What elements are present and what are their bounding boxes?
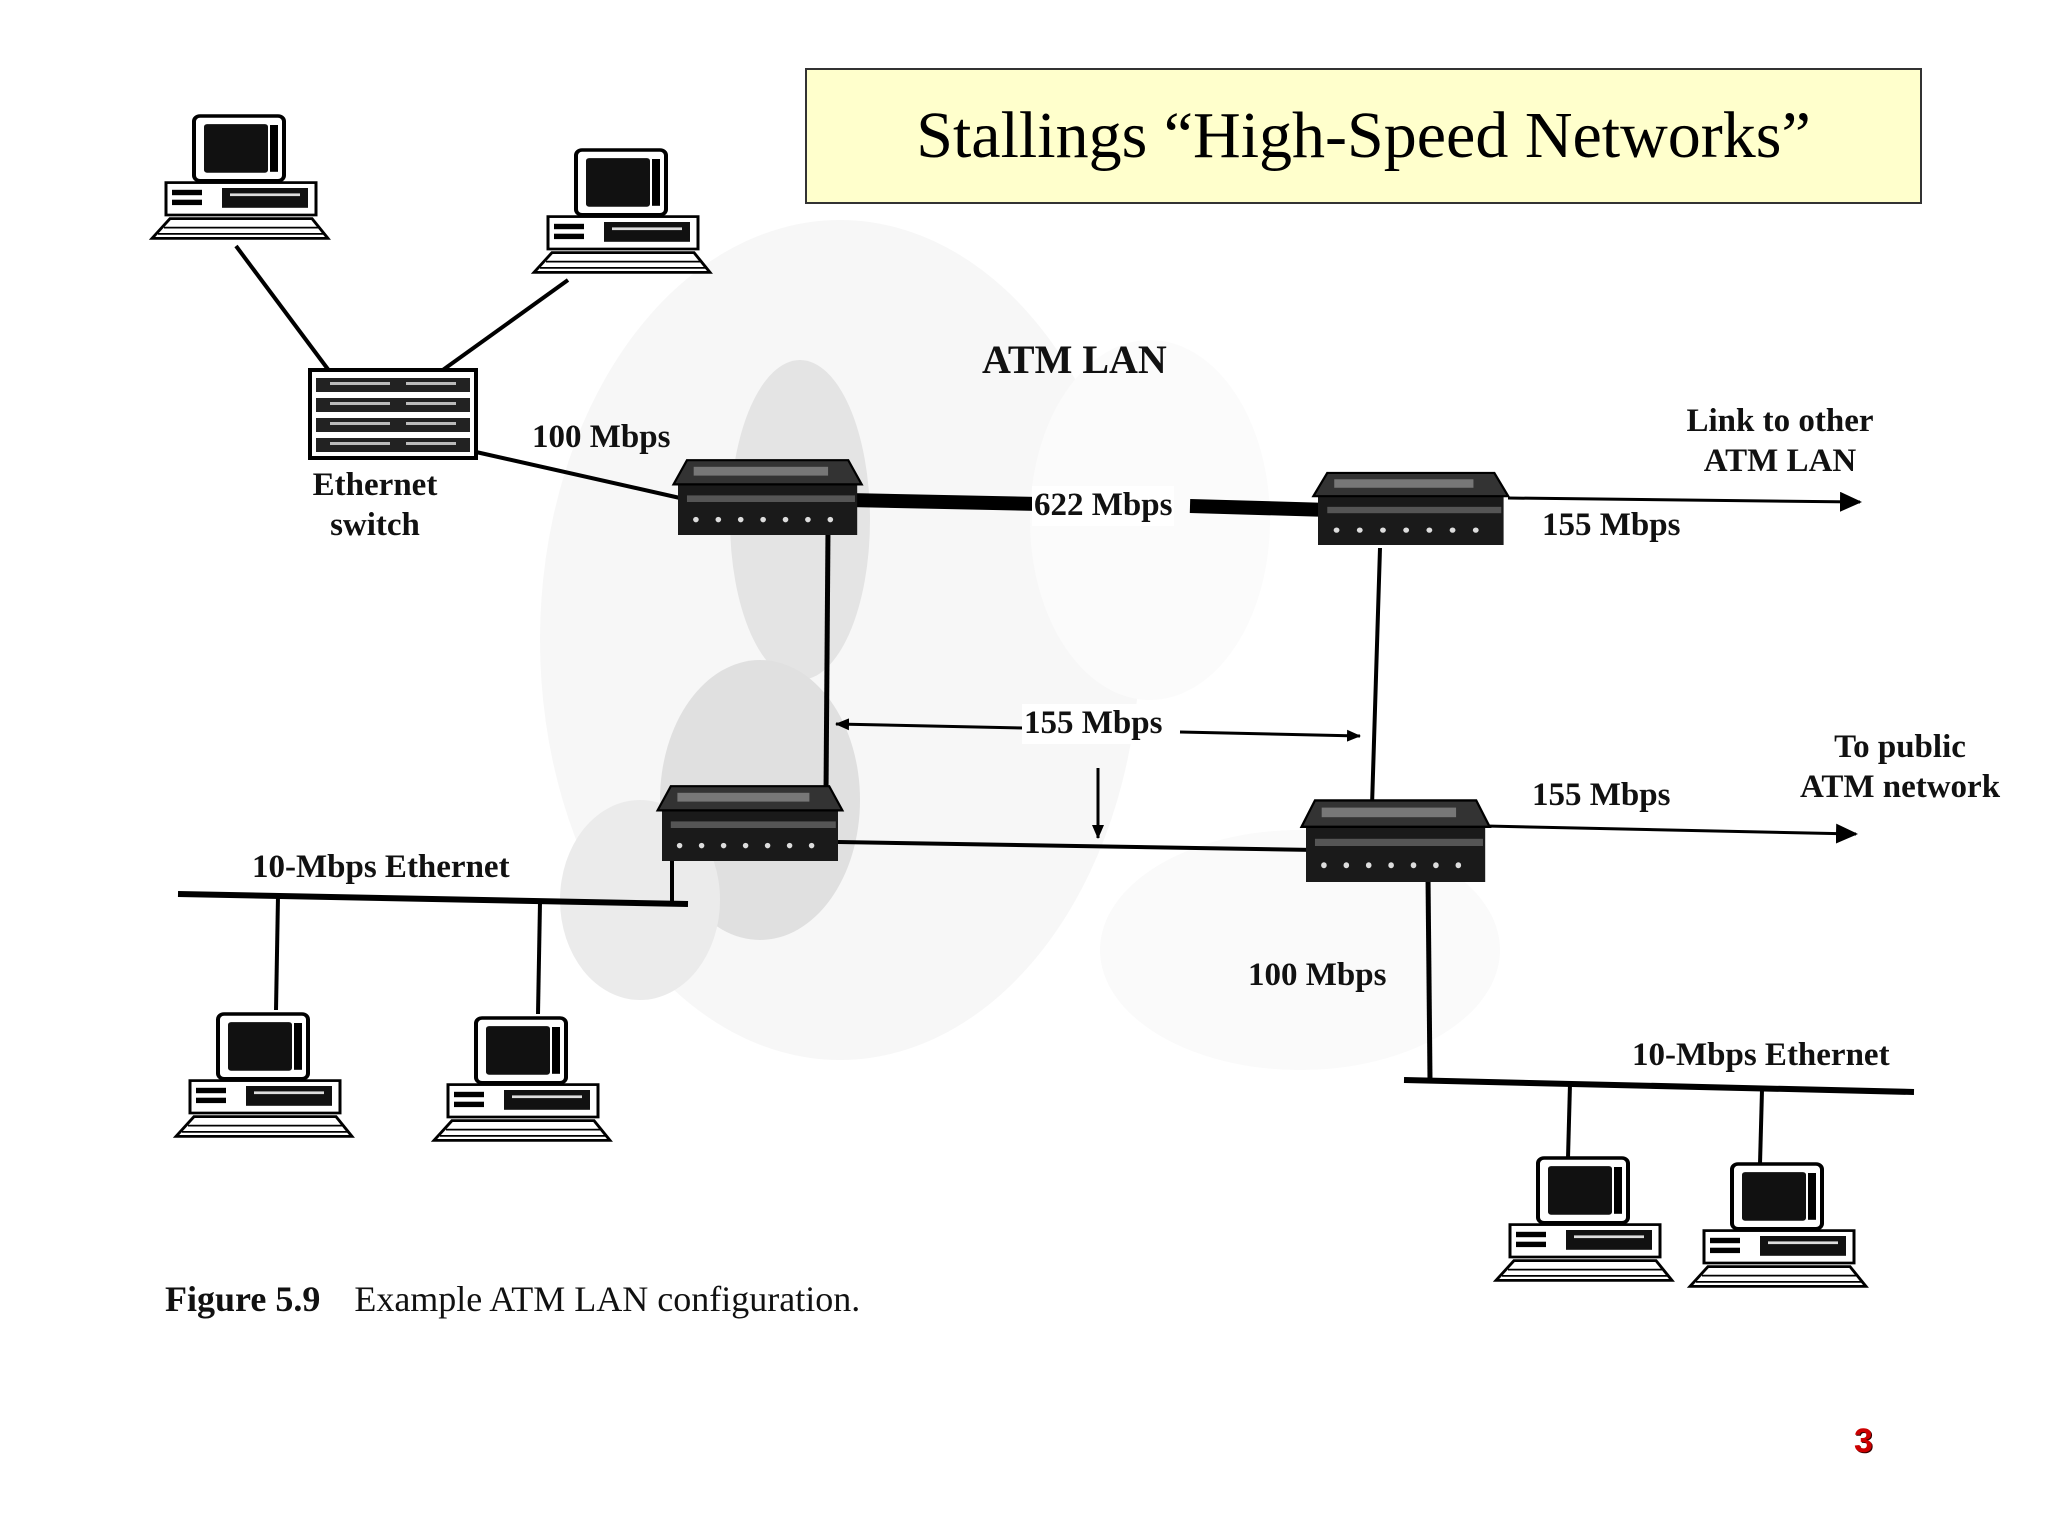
desktop-computer-icon: [1688, 1162, 1868, 1289]
caption-text: Example ATM LAN configuration.: [354, 1279, 861, 1319]
link-pc2-switch: [438, 278, 570, 374]
right-bus-pc-a: [1566, 1083, 1572, 1159]
caption-number: Figure 5.9: [165, 1279, 321, 1319]
left-ethernet-label: 10-Mbps Ethernet: [252, 849, 510, 885]
slide-title-box: Stallings “High-Speed Networks”: [805, 68, 1922, 204]
link-switch-atm1: [475, 450, 681, 500]
link-atm1-atm2: [823, 527, 831, 795]
other-lan-label: Link to other ATM LAN: [1686, 403, 1874, 479]
ethernet-switch-icon: [308, 368, 478, 460]
desktop-computer-icon: [174, 1012, 354, 1139]
cross-link-speed-label: 155 Mbps: [1022, 704, 1165, 744]
page-number: 3: [1854, 1422, 1873, 1460]
atm-lan-label: ATM LAN: [982, 337, 1167, 382]
link-atm4-bus: [1425, 875, 1433, 1081]
atm-switch-icon: [1300, 799, 1491, 884]
left-bus-pc-a: [274, 895, 280, 1011]
desktop-computer-icon: [532, 148, 712, 275]
link-atm3-atm4: [1370, 547, 1382, 807]
right-ethernet-bus: [1403, 1077, 1915, 1095]
atm-switch-icon: [672, 459, 863, 537]
link-backbone-right: [1189, 499, 1331, 517]
cross-arrow-left: [835, 718, 1025, 731]
link-to-public: [1485, 823, 1858, 844]
link-pc1-switch: [234, 244, 332, 374]
link-atm2-atm4: [837, 840, 1317, 852]
figure-caption: Figure 5.9 Example ATM LAN configuration.: [165, 1278, 860, 1320]
links: [177, 244, 1915, 1165]
right-ethernet-label: 10-Mbps Ethernet: [1632, 1037, 1890, 1073]
ethernet-switch-label: Ethernet switch: [312, 467, 438, 543]
slide-title: Stallings “High-Speed Networks”: [916, 99, 1811, 172]
left-ethernet-bus: [177, 891, 689, 907]
left-bus-pc-b: [536, 901, 542, 1015]
public-network-label: To public ATM network: [1799, 729, 2001, 805]
backbone-speed-label: 622 Mbps: [1032, 486, 1175, 526]
desktop-computer-icon: [432, 1016, 612, 1143]
link-to-other-lan: [1507, 491, 1862, 512]
right-down-speed-label: 100 Mbps: [1248, 957, 1387, 993]
public-speed-label: 155 Mbps: [1532, 777, 1671, 813]
other-lan-speed-label: 155 Mbps: [1542, 507, 1681, 543]
desktop-computer-icon: [150, 114, 330, 241]
cross-arrow-right: [1179, 729, 1361, 742]
switch-link-speed-label: 100 Mbps: [532, 419, 671, 455]
atm-switch-icon: [656, 785, 844, 863]
right-bus-pc-b: [1758, 1089, 1764, 1165]
desktop-computer-icon: [1494, 1156, 1674, 1283]
atm-switch-icon: [1312, 471, 1510, 547]
link-backbone-left: [847, 493, 1041, 511]
